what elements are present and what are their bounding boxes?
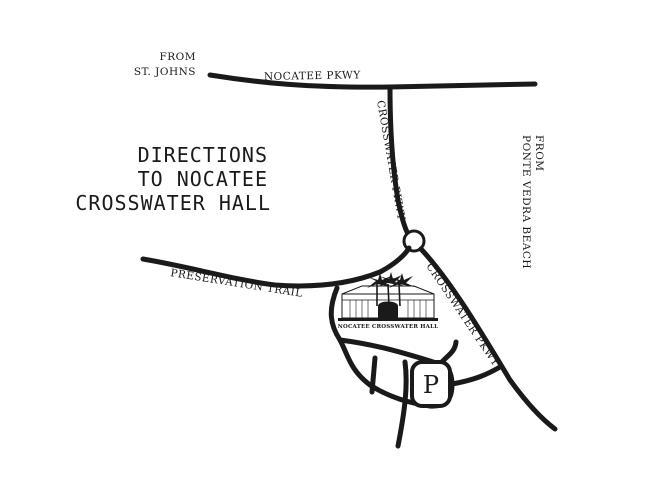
crosswater-pkwy-south-road <box>418 246 558 432</box>
parking-lot <box>410 360 452 408</box>
from-st-johns-label-line-2: ST. JOHNS <box>134 66 196 78</box>
south-access-road <box>395 359 409 449</box>
crosswater-pkwy-north-road <box>387 84 413 240</box>
from-ponte-vedra-label-line-2: PONTE VEDRA BEACH <box>520 135 532 269</box>
map-title-line-1: DIRECTIONS <box>138 143 268 167</box>
map-title-line-3: CROSSWATER HALL <box>75 191 271 215</box>
parking-connector-road <box>449 364 503 387</box>
hall-name-label: NOCATEE CROSSWATER HALL <box>338 324 438 330</box>
from-ponte-vedra-label-line-1: FROM <box>533 135 545 172</box>
nocatee-pkwy-label: NOCATEE PKWY <box>264 69 362 83</box>
crosswater-pkwy-south-label: CROSSWATER PKWY <box>424 261 502 369</box>
nocatee-pkwy-road <box>207 72 538 90</box>
crosswater-hall-illustration: NOCATEE CROSSWATER HALL <box>338 272 438 330</box>
preservation-trail-road <box>140 245 412 289</box>
map-title-line-2: TO NOCATEE <box>138 167 268 191</box>
from-st-johns-label-line-1: FROM <box>159 51 196 63</box>
parking-icon: P <box>423 371 439 399</box>
west-loop-connector-road <box>369 355 378 395</box>
